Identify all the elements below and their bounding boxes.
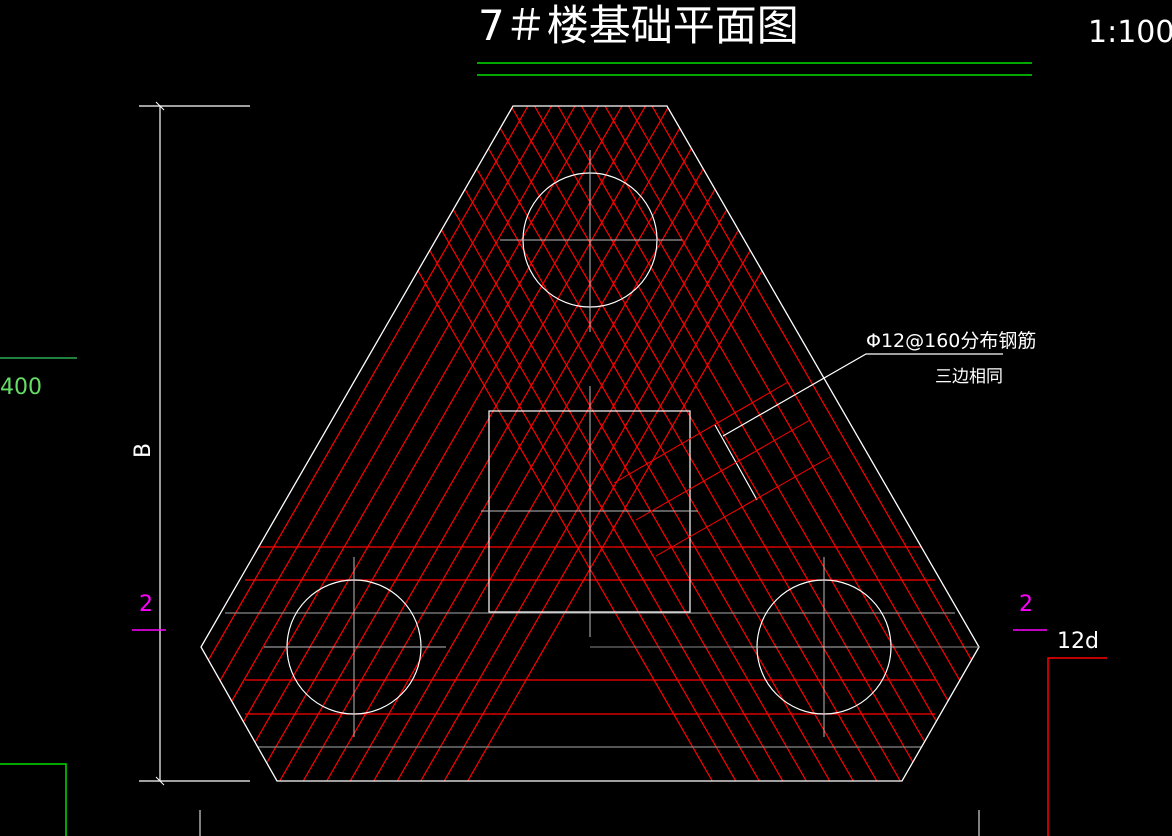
section-mark-left: 2 — [139, 592, 153, 617]
rebar-line — [533, 106, 925, 781]
rebar-line — [510, 106, 901, 781]
rebar-line — [627, 106, 979, 781]
dimension-label: B — [131, 443, 156, 458]
rebar-line — [557, 106, 948, 781]
rebar-line — [232, 106, 623, 781]
rebar-leader: Φ12@160分布钢筋 三边相同 — [714, 330, 1036, 501]
rebar-line — [463, 106, 854, 781]
drawing-scale: 1:100 — [1088, 15, 1172, 50]
pile-left — [264, 557, 446, 737]
rebar-line — [302, 106, 694, 781]
rebar-line — [279, 106, 670, 781]
rebar-line — [392, 106, 784, 781]
rebar-line — [580, 106, 972, 781]
rebar-line — [326, 106, 717, 781]
pile-cap-outline — [200, 105, 980, 782]
rebar-line — [349, 106, 741, 781]
rebar-line — [396, 106, 788, 781]
dimension-b: B — [131, 101, 250, 786]
rebar-line — [201, 106, 576, 781]
rebar-anchor-line — [1047, 657, 1107, 836]
adjacent-outline — [0, 763, 67, 836]
rebar-line — [255, 106, 647, 781]
pile-right — [734, 557, 914, 737]
rebar-line — [416, 106, 807, 781]
side-value: 400 — [0, 375, 42, 400]
rebar-line — [208, 106, 600, 781]
section-mark-right: 2 — [1019, 592, 1033, 617]
anchor-label: 12d — [1057, 629, 1099, 654]
rebar-line — [439, 106, 831, 781]
rebar-line — [201, 106, 553, 781]
rebar-note-line2: 三边相同 — [935, 367, 1003, 387]
rebar-note-line1: Φ12@160分布钢筋 — [866, 330, 1036, 352]
rebar-detail-bars — [613, 381, 831, 557]
pile-top — [500, 150, 682, 332]
rebar-line — [373, 106, 764, 781]
drawing-title: 7＃楼基础平面图 — [478, 1, 799, 50]
rebar-line — [604, 106, 979, 781]
